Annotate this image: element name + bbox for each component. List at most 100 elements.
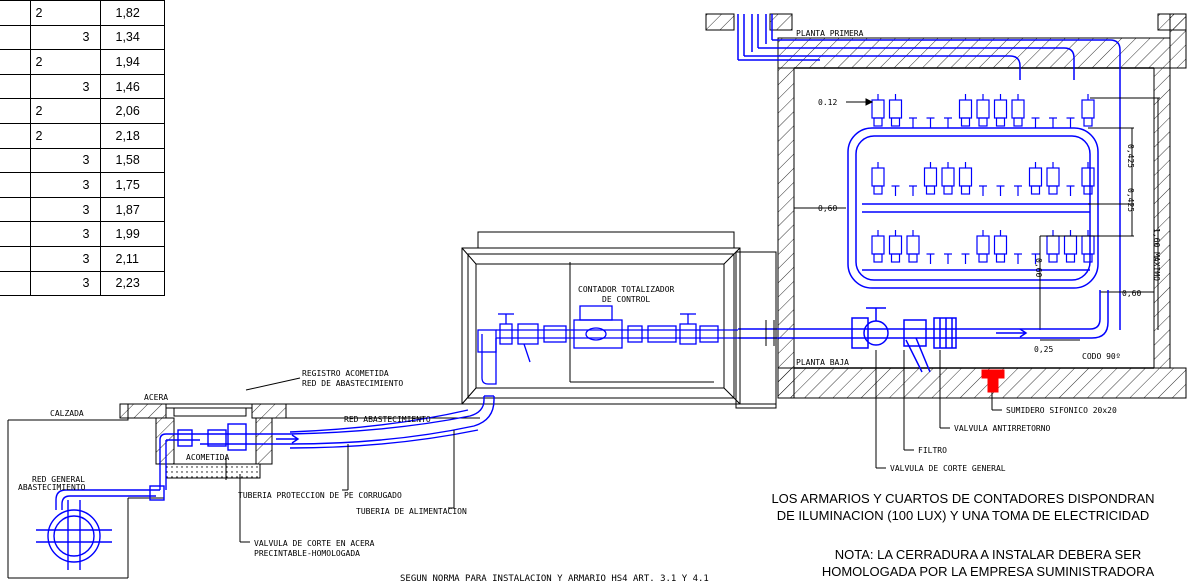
label-codo: CODO 90º <box>1082 352 1121 361</box>
table-cell <box>0 270 31 297</box>
meter-unit <box>1081 94 1095 127</box>
meter-unit <box>993 230 1008 263</box>
cell-count: 3 <box>82 202 90 217</box>
valve-leaders <box>875 350 1002 469</box>
label-sumidero: SUMIDERO SIFONICO 20x20 <box>1006 406 1117 415</box>
meter-unit <box>888 230 903 263</box>
room-supply-line <box>738 290 1109 373</box>
cell-value: 2,06 <box>115 104 140 119</box>
note-lighting: LOS ARMARIOS Y CUARTOS DE CONTADORES DIS… <box>736 490 1190 524</box>
table-cell <box>0 196 31 223</box>
table-cell: 3 <box>29 24 101 51</box>
meter-stub <box>1014 253 1022 264</box>
meter-stub <box>1066 117 1075 128</box>
label-tuberia-alimentacion: TUBERIA DE ALIMENTACION <box>356 507 467 516</box>
table-cell: 3 <box>29 196 101 223</box>
meter-stub <box>1049 117 1057 128</box>
cell-count: 3 <box>82 227 90 242</box>
meter-unit <box>1081 230 1095 263</box>
dimension-lines <box>794 97 1160 341</box>
meter-stub <box>909 117 917 128</box>
label-red-general-2: ABASTECIMIENTO <box>18 483 86 492</box>
cell-value: 1,87 <box>115 202 140 217</box>
cell-value: 1,99 <box>115 227 140 242</box>
cell-value: 1,82 <box>115 5 140 20</box>
meter-unit <box>906 230 920 263</box>
cell-value: 1,75 <box>115 177 140 192</box>
label-valvula-acera-2: PRECINTABLE-HOMOLOGADA <box>254 549 360 558</box>
table-cell: 1,46 <box>99 73 165 100</box>
meter-unit <box>888 94 903 127</box>
label-norma: SEGUN NORMA PARA INSTALACION Y ARMARIO H… <box>400 574 709 584</box>
meter-unit <box>1063 230 1078 263</box>
table-cell: 2,23 <box>99 270 165 297</box>
meter-stub <box>891 185 900 196</box>
table-cell: 1,82 <box>99 0 165 26</box>
meter-stub <box>926 117 935 128</box>
meter-stub <box>1031 253 1040 264</box>
meter-stub <box>996 185 1005 196</box>
note-line-4: HOMOLOGADA POR LA EMPRESA SUMINISTRADORA <box>821 564 1155 579</box>
meter-unit <box>976 94 990 127</box>
cell-count: 3 <box>82 30 90 45</box>
label-planta-primera: PLANTA PRIMERA <box>796 29 864 38</box>
sidewalk-leaders <box>342 430 455 509</box>
table-cell: 3 <box>29 221 101 247</box>
cell-count: 2 <box>35 104 43 119</box>
label-dim-0425a: 0,425 <box>1126 144 1135 168</box>
note-line-1: LOS ARMARIOS Y CUARTOS DE CONTADORES DIS… <box>771 491 1155 506</box>
meter-unit <box>923 162 938 195</box>
label-corte-general: VALVULA DE CORTE GENERAL <box>890 464 1006 473</box>
table-cell: 3 <box>29 147 101 174</box>
table-cell: 3 <box>29 73 101 100</box>
table-cell: 3 <box>29 270 101 297</box>
cell-count: 2 <box>35 54 43 69</box>
label-dim-160: 1,60 MAXIMO <box>1152 228 1161 281</box>
meter-stub <box>979 185 987 196</box>
meter-unit <box>1046 162 1060 195</box>
cell-count: 3 <box>82 276 90 291</box>
sidewalk-section <box>7 377 480 579</box>
label-registro-2: RED DE ABASTECIMIENTO <box>302 379 403 388</box>
cell-value: 2,23 <box>115 276 140 291</box>
label-red-abastecimiento: RED ABASTECIMIENTO <box>344 415 431 424</box>
meter-unit <box>941 162 955 195</box>
label-valvula-acera-1: VALVULA DE CORTE EN ACERA <box>254 539 375 548</box>
meter-stub <box>1014 185 1022 196</box>
label-dim-0425b: 0,425 <box>1126 188 1135 212</box>
meter-stub <box>944 253 952 264</box>
meter-manifold <box>847 127 1099 289</box>
label-acera: ACERA <box>144 393 168 402</box>
meter-stub <box>926 253 935 264</box>
label-filtro: FILTRO <box>918 446 947 455</box>
label-dim-060-right: 0,60 <box>1122 289 1141 298</box>
meter-unit <box>1046 230 1060 263</box>
cell-value: 1,46 <box>115 79 140 94</box>
cell-count: 2 <box>35 5 43 20</box>
label-dim-012: 0.12 <box>818 98 837 107</box>
cell-count: 3 <box>82 177 90 192</box>
meter-stub <box>961 253 970 264</box>
meter-stub <box>944 117 952 128</box>
meter-unit <box>871 94 885 127</box>
meter-unit <box>993 94 1008 127</box>
label-red-general-1: RED GENERAL <box>32 475 85 484</box>
rising-pipes <box>737 14 1121 330</box>
meter-unit <box>1011 94 1025 127</box>
table-cell: 2 <box>29 49 101 75</box>
label-calzada: CALZADA <box>50 409 84 418</box>
sumidero-icon <box>981 369 1005 393</box>
meter-unit <box>1081 162 1095 195</box>
label-tuberia-proteccion: TUBERIA PROTECCION DE PE CORRUGADO <box>238 491 402 500</box>
note-lock: NOTA: LA CERRADURA A INSTALAR DEBERA SER… <box>786 546 1190 580</box>
label-contador-2: DE CONTROL <box>602 295 650 304</box>
meter-unit <box>976 230 990 263</box>
label-contador-1: CONTADOR TOTALIZADOR <box>578 285 675 294</box>
meter-stub <box>1031 117 1040 128</box>
